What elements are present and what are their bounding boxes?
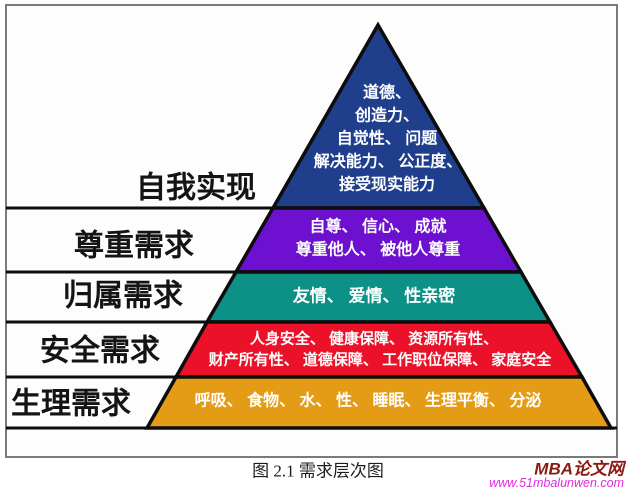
text-safety: 人身安全、 健康保障、 资源所有性、 财产所有性、 道德保障、 工作职位保障、 … [209, 330, 553, 369]
text-line: 友情、 爱情、 性亲密 [293, 286, 455, 306]
watermark: MBA论文网 www.51mbalunwen.com [489, 460, 626, 489]
label-self-actualization: 自我实现 [136, 171, 256, 205]
text-belonging: 友情、 爱情、 性亲密 [293, 286, 455, 306]
pyramid-level-physiological [143, 375, 615, 430]
text-physiological: 呼吸、 食物、 水、 性、 睡眠、 生理平衡、 分泌 [195, 391, 542, 410]
text-esteem: 自尊、 信心、 成就 尊重他人、 被他人尊重 [296, 217, 460, 259]
text-line: 道德、 [363, 83, 411, 102]
watermark-url: www.51mbalunwen.com [489, 476, 624, 489]
text-line: 财产所有性、 道德保障、 工作职位保障、 家庭安全 [209, 351, 553, 369]
watermark-brand: MBA论文网 [534, 460, 626, 479]
label-safety: 安全需求 [40, 334, 160, 368]
text-line: 尊重他人、 被他人尊重 [296, 240, 460, 259]
text-line: 解决能力、 公正度、 [314, 152, 462, 171]
text-line: 呼吸、 食物、 水、 性、 睡眠、 生理平衡、 分泌 [195, 391, 542, 410]
figure-caption: 图 2.1 需求层次图 [252, 462, 384, 481]
label-belonging: 归属需求 [63, 280, 183, 313]
label-physiological: 生理需求 [11, 388, 131, 421]
label-esteem: 尊重需求 [74, 230, 194, 263]
text-line: 创造力、 [354, 106, 419, 125]
text-self-actualization: 道德、 创造力、 自觉性、 问题 解决能力、 公正度、 接受现实能力 [314, 83, 462, 194]
text-line: 自觉性、 问题 [337, 129, 438, 148]
text-line: 人身安全、 健康保障、 资源所有性、 [250, 330, 498, 348]
text-line: 自尊、 信心、 成就 [310, 217, 447, 236]
text-line: 接受现实能力 [339, 175, 435, 194]
